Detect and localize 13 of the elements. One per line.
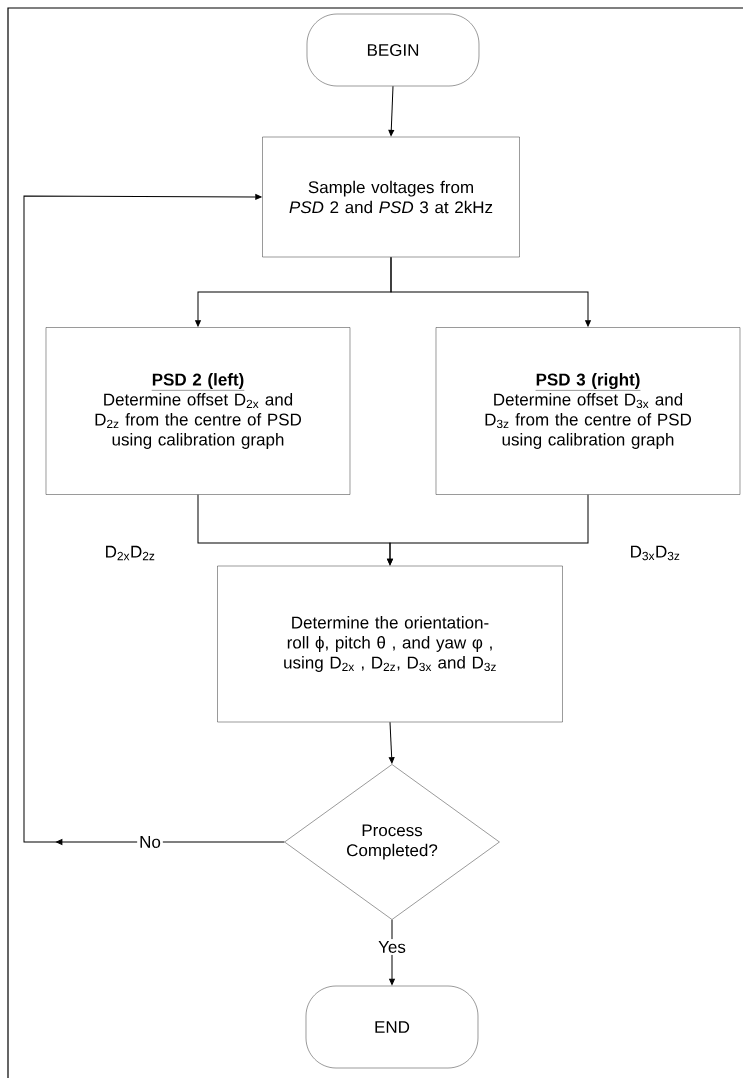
edge-label: No (137, 834, 163, 850)
process-box: PSD 2 (left) Determine offset D$_{2x}$ and D$_{2z}$ from the centre of PSD using calibration graph (45, 327, 351, 495)
edge-label: D$_{3x}$D$_{3z}$ (627, 543, 683, 563)
arrow (387, 494, 589, 566)
edge-label: Yes (376, 939, 408, 955)
arrow (388, 721, 395, 764)
arrow (388, 85, 395, 137)
process-box: Sample voltages from PSD 2 and PSD 3 at 2kHz (262, 136, 520, 258)
arrow (390, 256, 591, 327)
arrow (23, 194, 285, 845)
process-box: Determine the orientation- roll ϕ, pitch θ , and yaw φ , using D$_{2x}$ , D$_{2z}$, D$_{3x}$ and D$_{3z}$ (217, 565, 563, 723)
edge-label: D$_{2x}$D$_{2z}$ (102, 543, 158, 563)
process-box: PSD 3 (right) Determine offset D$_{3x}$ and D$_{3z}$ from the centre of PSD using calibration graph (435, 327, 741, 495)
